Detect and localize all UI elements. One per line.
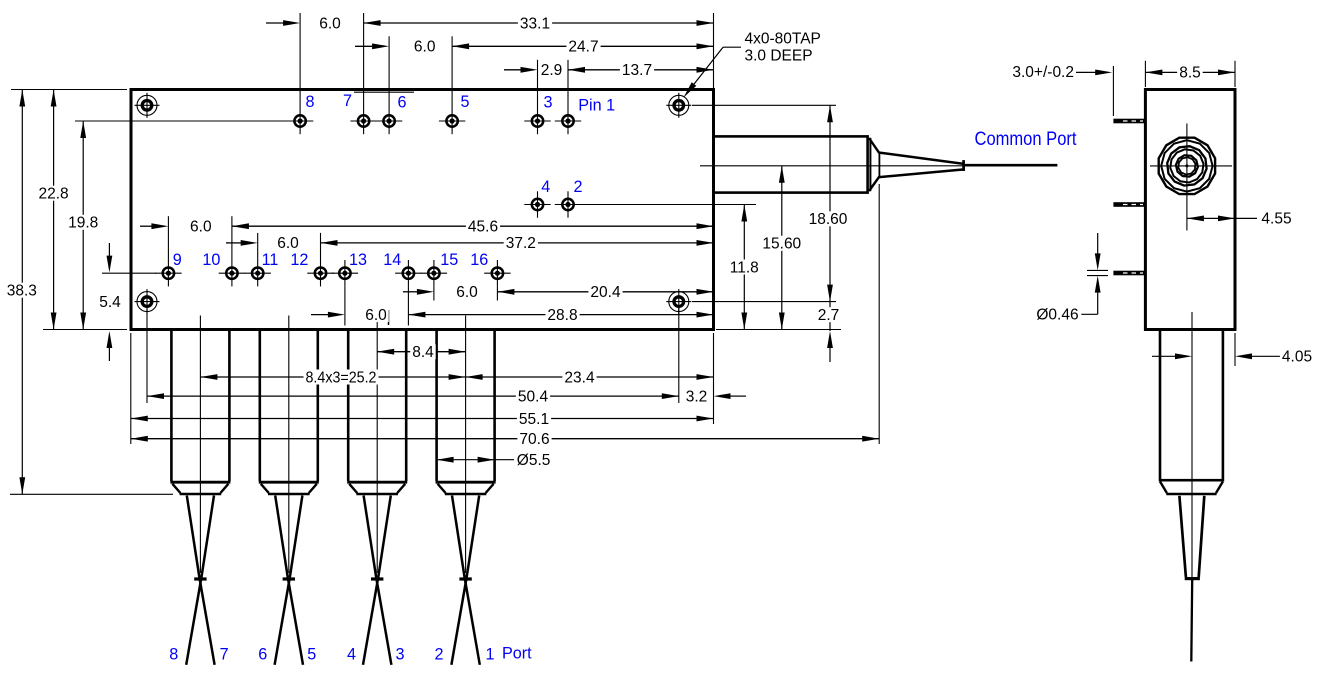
svg-text:10: 10 <box>202 251 220 269</box>
svg-text:7: 7 <box>220 646 229 664</box>
svg-text:33.1: 33.1 <box>520 15 550 32</box>
svg-text:8.4: 8.4 <box>412 344 434 361</box>
svg-text:12: 12 <box>290 251 308 269</box>
svg-text:8: 8 <box>169 646 178 664</box>
svg-text:7: 7 <box>343 92 352 110</box>
svg-text:6.0: 6.0 <box>456 284 478 301</box>
svg-text:9: 9 <box>173 251 182 269</box>
svg-text:13: 13 <box>349 251 367 269</box>
svg-text:70.6: 70.6 <box>519 431 549 448</box>
svg-text:6: 6 <box>258 646 267 664</box>
svg-text:23.4: 23.4 <box>564 369 595 386</box>
svg-text:38.3: 38.3 <box>7 283 37 300</box>
svg-text:Ø5.5: Ø5.5 <box>517 452 551 469</box>
svg-text:15.60: 15.60 <box>762 236 801 253</box>
svg-text:2.7: 2.7 <box>818 307 840 324</box>
svg-text:4: 4 <box>347 646 356 664</box>
svg-text:Ø0.46: Ø0.46 <box>1036 307 1078 324</box>
svg-text:Port: Port <box>502 645 532 663</box>
svg-text:2: 2 <box>434 646 443 664</box>
svg-text:5.4: 5.4 <box>99 294 121 311</box>
svg-text:2: 2 <box>573 178 582 196</box>
svg-text:4x0-80TAP: 4x0-80TAP <box>745 31 821 48</box>
svg-text:6.0: 6.0 <box>277 235 299 252</box>
svg-text:3: 3 <box>395 646 404 664</box>
svg-text:4: 4 <box>541 178 550 196</box>
svg-text:6.0: 6.0 <box>414 39 436 56</box>
svg-text:50.4: 50.4 <box>518 388 549 405</box>
svg-text:20.4: 20.4 <box>590 284 621 301</box>
svg-text:3.0 DEEP: 3.0 DEEP <box>745 48 813 65</box>
svg-text:3: 3 <box>543 94 552 112</box>
svg-text:3.2: 3.2 <box>686 388 708 405</box>
svg-text:6: 6 <box>397 94 406 112</box>
svg-text:6.0: 6.0 <box>319 15 341 32</box>
svg-text:16: 16 <box>470 251 488 269</box>
svg-text:13.7: 13.7 <box>622 62 652 79</box>
svg-text:14: 14 <box>383 251 401 269</box>
svg-text:11: 11 <box>262 251 279 269</box>
svg-text:19.8: 19.8 <box>68 215 98 232</box>
svg-text:6.0: 6.0 <box>365 307 387 324</box>
svg-text:2.9: 2.9 <box>541 62 563 79</box>
svg-text:11.8: 11.8 <box>730 259 759 276</box>
svg-text:Pin 1: Pin 1 <box>578 97 615 115</box>
svg-text:4.05: 4.05 <box>1282 349 1312 366</box>
svg-text:28.8: 28.8 <box>547 307 577 324</box>
svg-text:8: 8 <box>305 93 314 111</box>
svg-text:15: 15 <box>440 251 458 269</box>
svg-text:1: 1 <box>485 646 494 664</box>
svg-text:45.6: 45.6 <box>468 219 498 236</box>
svg-text:24.7: 24.7 <box>568 39 598 56</box>
svg-text:37.2: 37.2 <box>506 235 536 252</box>
svg-text:6.0: 6.0 <box>190 219 212 236</box>
svg-text:55.1: 55.1 <box>519 411 549 428</box>
svg-text:8.5: 8.5 <box>1179 65 1201 82</box>
svg-text:8.4x3=25.2: 8.4x3=25.2 <box>306 369 377 386</box>
svg-text:22.8: 22.8 <box>39 186 69 203</box>
svg-text:4.55: 4.55 <box>1261 211 1291 228</box>
svg-text:5: 5 <box>307 646 316 664</box>
svg-text:Common Port: Common Port <box>975 129 1078 150</box>
svg-text:3.0+/-0.2: 3.0+/-0.2 <box>1012 64 1074 81</box>
svg-text:18.60: 18.60 <box>809 211 848 228</box>
svg-text:5: 5 <box>460 93 469 111</box>
